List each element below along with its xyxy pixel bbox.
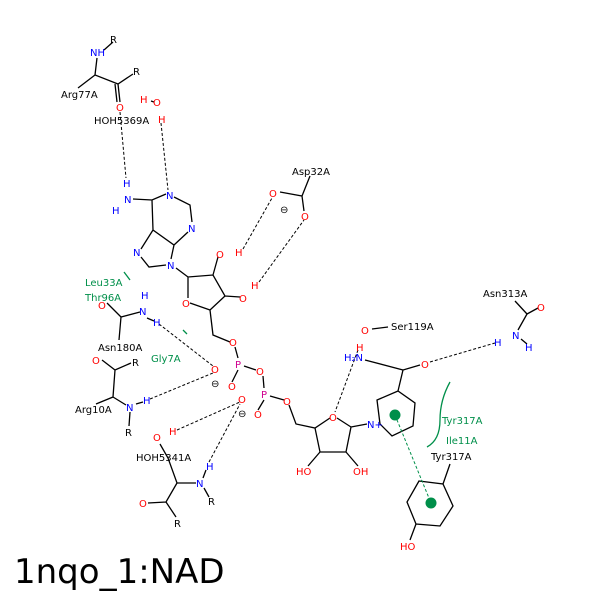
atom-h: H [525,343,533,354]
hydrophobic-label-gly7a: Gly7A [151,354,181,365]
atom-o: O [228,382,236,393]
atom-o: O [283,397,291,408]
atom-n: N [188,224,195,235]
atom-o: O [537,303,545,314]
atom-n: N [512,331,519,342]
atom-h: H [141,291,149,302]
atom-r: R [208,497,215,508]
atom-h: H [143,396,151,407]
residue-labels: Arg77A HOH5369A Asp32A Asn313A Ser119A A… [61,90,527,464]
atom-h: H [169,427,177,438]
atom-o: O [256,367,264,378]
atom-n: N [196,479,203,490]
charge-minus: ⊖ [238,409,246,420]
atom-h: H [494,338,502,349]
atom-o: O [92,356,100,367]
atom-n: N [124,195,131,206]
hydrophobic-label-thr96a: Thr96A [84,293,121,304]
atom-o: O [238,395,246,406]
residue-label-tyr317a: Tyr317A [430,452,472,463]
atom-h: H [251,281,259,292]
atom-n: N [133,248,140,259]
ring-centroid [389,409,401,421]
atom-o: O [116,103,124,114]
residue-label-hoh5341a: HOH5341A [136,453,191,464]
atom-o: O [239,294,247,305]
residue-label-asp32a: Asp32A [292,167,330,178]
atom-o: O [211,365,219,376]
atom-o: O [98,301,106,312]
atom-oh: OH [353,467,368,478]
atom-n: N [166,191,173,202]
residue-label-asn313a: Asn313A [483,289,527,300]
ring-centroid [425,497,437,509]
atom-o: O [329,413,337,424]
atom-o: O [421,360,429,371]
residue-label-asn180a: Asn180A [98,343,142,354]
charge-minus: ⊖ [280,205,288,216]
charge-minus: ⊖ [211,379,219,390]
atom-labels: NH R R O H O H H N H N N N N O O H O H O… [90,35,545,553]
atom-h: H [158,115,166,126]
atom-ho: HO [296,467,312,478]
hydrophobic-label-tyr317a: Tyr317A [441,416,483,427]
atom-nh2: H₂N [344,353,363,364]
hydrogen-bonds [119,111,496,504]
atom-o: O [139,499,147,510]
atom-p: P [235,360,241,371]
atom-p: P [261,390,267,401]
atom-o: O [254,410,262,421]
atom-h: H [112,206,120,217]
atom-n: N [167,261,174,272]
atom-n: N [139,307,146,318]
atom-o: O [182,299,190,310]
atom-r: R [110,35,117,46]
atom-n: N [126,403,133,414]
bonds [77,41,539,541]
atom-o: O [153,433,161,444]
atom-ho: HO [400,542,416,553]
atom-r: R [174,519,181,530]
atom-h: H [235,248,243,259]
atom-o: O [361,326,369,337]
atom-o: O [153,98,161,109]
atom-h: H [206,462,214,473]
hydrophobic-label-ile11a: Ile11A [446,436,478,447]
atom-o: O [301,212,309,223]
atom-h: H [140,95,148,106]
pi-stacking-line [394,414,432,504]
atom-o: O [269,189,277,200]
atom-n: NH [90,48,105,59]
atom-r: R [132,358,139,369]
atom-n-plus: N+ [367,420,383,431]
atom-h: H [123,179,131,190]
residue-label-ser119a: Ser119A [391,322,434,333]
atom-r: R [125,428,132,439]
residue-label-arg10a: Arg10A [75,405,112,416]
atom-h: H [356,343,364,354]
residue-label-hoh5369a: HOH5369A [94,116,149,127]
atom-o: O [216,250,224,261]
residue-label-arg77a: Arg77A [61,90,98,101]
atom-r: R [133,67,140,78]
hydrophobic-contact-arcs [123,271,451,448]
diagram-title: 1nqo_1:NAD [14,552,225,592]
hydrophobic-label-leu33a: Leu33A [85,278,123,289]
atom-h: H [153,318,161,329]
atom-o: O [229,338,237,349]
